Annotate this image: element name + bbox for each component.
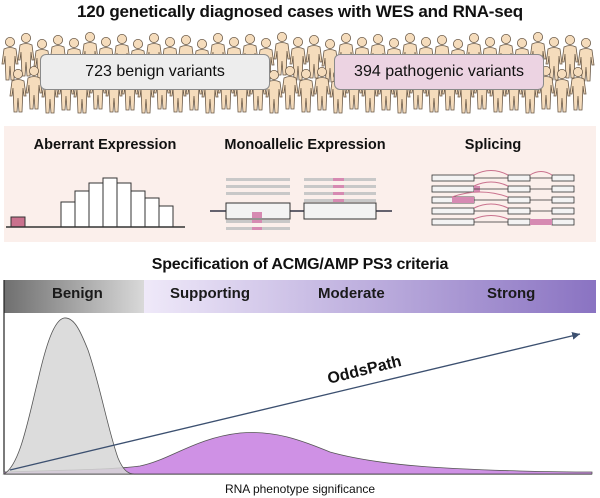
aberrant-expression-title: Aberrant Expression — [33, 137, 177, 153]
monoallelic-expression-title: Monoallelic Expression — [224, 137, 386, 153]
band-supporting-label: Supporting — [170, 285, 250, 302]
band-moderate-label: Moderate — [318, 285, 385, 302]
aberrant-histogram — [6, 177, 185, 228]
band-strong-label: Strong — [487, 285, 536, 302]
benign-variants-label: 723 benign variants — [40, 54, 270, 90]
splicing-title: Splicing — [464, 137, 522, 153]
benign-band — [4, 280, 144, 313]
monoallelic-diagram — [210, 178, 392, 230]
pathogenic-variants-label: 394 pathogenic variants — [334, 54, 544, 90]
band-benign-label: Benign — [52, 285, 103, 302]
pathogenic-density — [3, 432, 593, 475]
strength-band — [144, 280, 596, 313]
splicing-diagram — [431, 170, 575, 226]
criteria-title: Specification of ACMG/AMP PS3 criteria — [151, 256, 449, 273]
benign-density — [2, 317, 135, 475]
x-axis-label: RNA phenotype significance — [224, 482, 376, 496]
oddspath-arrow — [9, 332, 581, 471]
main-title: 120 genetically diagnosed cases with WES… — [77, 2, 523, 21]
